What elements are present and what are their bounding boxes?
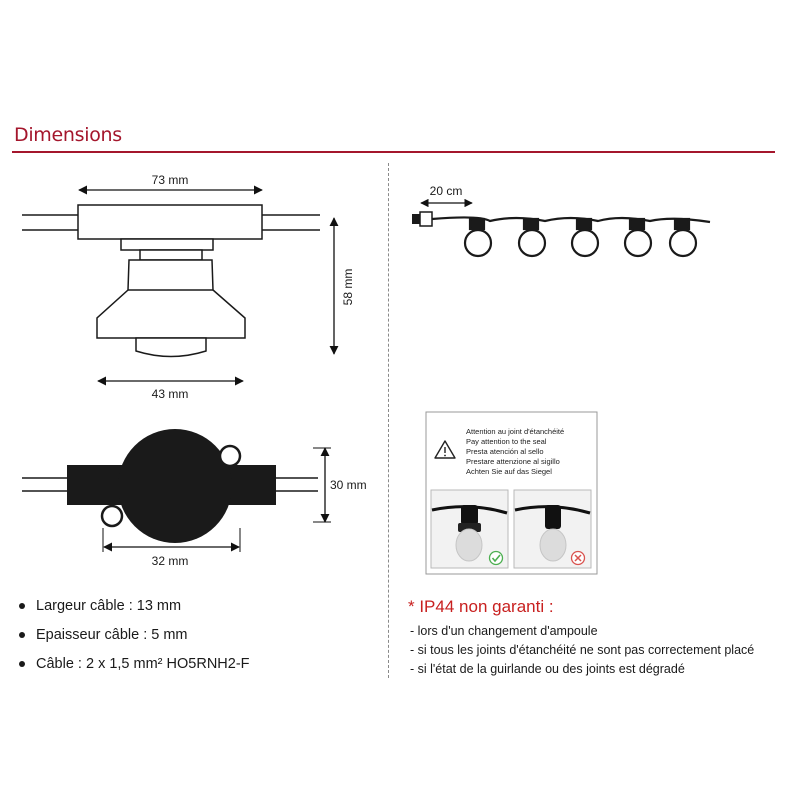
plug [412,214,420,224]
mounting-eye-right [218,444,242,468]
spec-list: Largeur câble : 13 mm Epaisseur câble : … [18,592,250,679]
socket-disc [118,429,232,543]
bulb-socket [517,217,547,258]
page-title: Dimensions [14,124,122,146]
socket-housing [96,259,246,339]
seal-notice-panel: Attention au joint d'étanchéité Pay atte… [425,411,598,575]
notice-line-de: Achten Sie auf das Siegel [466,467,552,476]
spacing-label: 20 cm [430,184,463,198]
check-icon [488,550,504,566]
section-divider [388,163,389,678]
ip44-warning-title: * IP44 non garanti : [408,597,554,616]
socket-top-view [22,429,318,543]
warning-item: - si l'état de la guirlande ou des joint… [410,662,685,676]
top-width-label: 32 mm [152,554,189,568]
incorrect-seal-photo [513,489,592,569]
mounting-eye-left [100,504,124,528]
ip44-warning-list: - lors d'un changement d'ampoule - si to… [410,622,754,679]
notice-line-en: Pay attention to the seal [466,437,547,446]
string-cable [431,216,711,224]
notice-line-es: Presta atención al sello [466,447,544,456]
notice-line-it: Prestare attenzione al sigillo [466,457,560,466]
plug-head [419,211,433,227]
bulb-socket [668,217,698,258]
width-dimension-label: 73 mm [152,173,189,187]
warning-item: - si tous les joints d'étanchéité ne son… [410,643,755,657]
light-string [412,211,711,258]
top-height-label: 30 mm [330,478,367,492]
cross-icon [570,550,586,566]
bulb-base [135,337,207,358]
clamp-body [77,204,263,240]
correct-seal-photo [430,489,509,569]
spec-cable-type: Câble : 2 x 1,5 mm² HO5RNH2-F [18,650,250,679]
warning-item: - lors d'un changement d'ampoule [410,624,598,638]
spec-cable-thickness: Epaisseur câble : 5 mm [18,621,250,650]
title-underline [12,151,775,153]
bulb-socket [623,217,653,258]
notice-line-fr: Attention au joint d'étanchéité [466,427,564,436]
base-dimension-label: 43 mm [152,387,189,401]
socket-neck [120,238,214,251]
socket-side-view [22,204,320,358]
height-dimension-label: 58 mm [341,269,355,306]
socket-collar [139,249,203,261]
spec-cable-width: Largeur câble : 13 mm [18,592,250,621]
bulb-socket [570,217,600,258]
warning-triangle-icon [434,440,456,459]
bulb-socket [463,217,493,258]
